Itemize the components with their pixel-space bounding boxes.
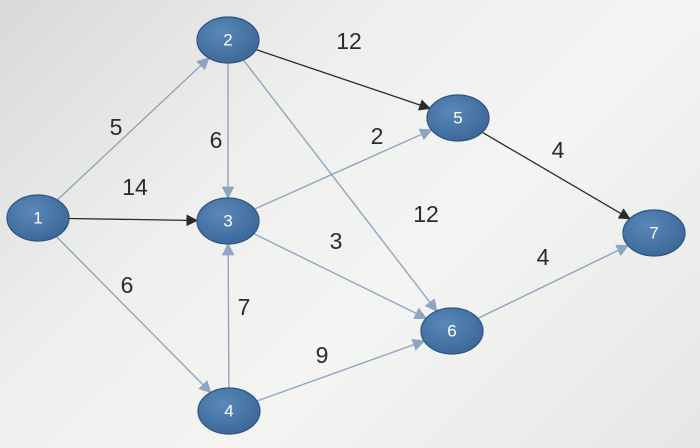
edge-4-6: [256, 338, 426, 402]
node-circle-7: [622, 209, 686, 257]
node-circle-3: [196, 197, 260, 245]
edge-weight-3-6: 3: [330, 228, 343, 254]
edge-weight-6-7: 4: [537, 244, 550, 270]
node-7: 7: [622, 209, 686, 257]
node-label-4: 4: [224, 401, 233, 420]
node-label-2: 2: [223, 30, 232, 49]
edges-layer: [55, 48, 631, 402]
node-4: 4: [197, 387, 261, 435]
edge-weight-4-3: 7: [238, 294, 251, 320]
edge-3-5: [254, 128, 433, 210]
node-3: 3: [196, 197, 260, 245]
node-label-6: 6: [447, 321, 456, 340]
edge-6-7: [477, 244, 630, 320]
node-label-7: 7: [649, 223, 658, 242]
node-circle-2: [196, 16, 260, 64]
node-label-5: 5: [453, 108, 462, 127]
node-1: 1: [6, 194, 70, 242]
edge-2-5: [255, 48, 431, 111]
edge-weight-1-2: 5: [110, 114, 123, 140]
node-circle-1: [6, 194, 70, 242]
node-circle-5: [426, 94, 490, 142]
node-circle-4: [197, 387, 261, 435]
node-circle-6: [420, 307, 484, 355]
edge-1-2: [56, 57, 210, 201]
edge-weight-2-5: 12: [336, 28, 362, 54]
edge-weight-4-6: 9: [316, 342, 329, 368]
node-label-1: 1: [33, 208, 42, 227]
edge-2-6: [242, 59, 438, 312]
weights-layer: 5 14 6 6 12 12 2 3 7 9 4 4: [110, 28, 565, 368]
edge-1-3: [68, 214, 199, 227]
edge-weight-5-7: 4: [552, 137, 565, 163]
edge-5-7: [481, 131, 631, 220]
edge-1-4: [55, 236, 212, 394]
node-5: 5: [426, 94, 490, 142]
edge-weight-1-3: 14: [122, 174, 148, 200]
node-6: 6: [420, 307, 484, 355]
node-2: 2: [196, 16, 260, 64]
edge-4-3: [221, 242, 235, 389]
edge-3-6: [253, 233, 428, 319]
edge-weight-2-6: 12: [413, 201, 439, 227]
edge-weight-2-3: 6: [210, 127, 223, 153]
edge-weight-3-5: 2: [371, 123, 384, 149]
node-label-3: 3: [223, 211, 232, 230]
edge-weight-1-4: 6: [121, 272, 134, 298]
